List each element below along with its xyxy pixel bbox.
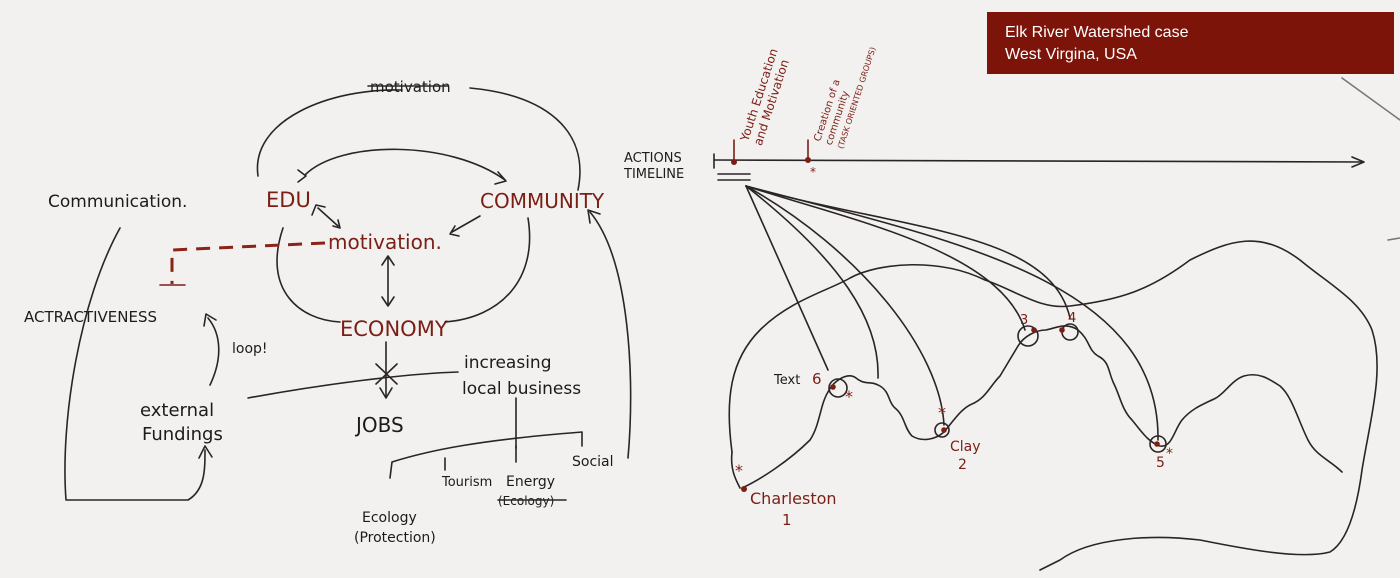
arrowhead (381, 296, 395, 307)
fan-line-5 (745, 185, 1159, 441)
social-community-arrow (589, 211, 632, 459)
elk-river (741, 325, 1343, 489)
external-fundings-line2: Fundings (142, 424, 223, 445)
site-3-circle (1017, 325, 1039, 347)
fan-line-6 (745, 185, 829, 371)
timeline-axis (713, 159, 1363, 163)
site-2-asterisk: * (938, 403, 946, 422)
paper-fold-line (1387, 237, 1400, 241)
edu-node: EDU (266, 188, 311, 212)
external-fundings-line1: external (140, 400, 214, 421)
inhibition-line (170, 241, 326, 284)
site-3-number: 3 (1020, 313, 1028, 328)
increasing-line1: increasing (464, 353, 551, 373)
arrowhead (297, 169, 307, 183)
watershed-boundary-tail (730, 451, 741, 489)
caption-line-2: West Virgina, USA (1005, 46, 1137, 63)
attractiveness-label: ACTRACTIVENESS (24, 308, 157, 326)
site-1-asterisk: * (735, 461, 743, 480)
ecology-line2: (Protection) (354, 530, 436, 546)
arrowhead (198, 445, 213, 459)
site-2-name: Clay (950, 439, 981, 455)
fundings-business-line (247, 371, 459, 399)
energy-label: Energy (506, 474, 555, 490)
fan-line-4 (745, 185, 1071, 319)
communication-loop (64, 227, 206, 501)
arrowhead (449, 225, 460, 237)
map-text-label: Text (773, 373, 800, 388)
right-loop-arc (444, 217, 531, 323)
site-6-asterisk: * (845, 387, 853, 406)
top-arc-right (469, 87, 581, 191)
arrowhead (379, 387, 393, 399)
motivation-node: motivation. (328, 230, 442, 254)
arrowhead (587, 209, 601, 224)
site-6-circle (828, 378, 848, 398)
site-5-dot (1154, 441, 1160, 447)
cross-mark (375, 363, 398, 385)
site-1-number: 1 (782, 511, 792, 529)
arrowhead (381, 255, 395, 266)
site-5-number: 5 (1156, 455, 1165, 471)
case-caption: Elk River Watershed case West Virgina, U… (987, 12, 1394, 74)
timeline-arrowhead (1351, 156, 1365, 168)
fan-line-a (745, 185, 879, 379)
ecology-line1: Ecology (362, 510, 417, 526)
loop-arrow (207, 317, 220, 386)
site-6-dot (830, 384, 836, 390)
arrowhead (203, 313, 217, 327)
timeline-label-line2: TIMELINE (623, 167, 684, 182)
site-5-circle (1149, 435, 1167, 453)
watershed-boundary (728, 240, 1378, 571)
fan-line-3 (745, 185, 1026, 331)
site-1-dot (741, 486, 747, 492)
timeline-label-line1: ACTIONS (624, 151, 682, 166)
tourism-label: Tourism (441, 475, 492, 490)
timeline-base-lines (717, 173, 751, 181)
top-word-crossed: motivation (370, 78, 451, 96)
site-1-name: Charleston (750, 489, 837, 508)
motivation-community-arrow (451, 215, 481, 233)
jobs-label: JOBS (354, 413, 404, 437)
energy-crossed-label: (Ecology) (498, 494, 554, 508)
site-4-number: 4 (1068, 311, 1076, 326)
paper-fold-line (1341, 77, 1400, 121)
site-5-asterisk: * (1166, 446, 1173, 462)
communication-label: Communication. (48, 192, 187, 212)
site-4-dot (1059, 327, 1065, 333)
top-arc-left (256, 89, 403, 177)
social-label: Social (572, 454, 614, 470)
arrowhead (311, 204, 326, 216)
economy-node: ECONOMY (340, 317, 448, 341)
caption-line-1: Elk River Watershed case (1005, 24, 1189, 41)
site-6-number: 6 (812, 370, 822, 388)
edu-community-arc (304, 148, 506, 181)
site-3-dot (1031, 327, 1037, 333)
site-2-number: 2 (958, 457, 967, 473)
community-node: COMMUNITY (480, 189, 605, 213)
fan-line-2 (745, 185, 945, 426)
increasing-line2: local business (462, 379, 581, 399)
arrowhead (332, 219, 341, 229)
loop-label: loop! (232, 341, 268, 357)
arrowhead (494, 171, 507, 185)
left-loop-arc (276, 227, 341, 323)
timeline-asterisk: * (810, 165, 816, 179)
edu-motivation-arrow (317, 207, 339, 227)
site-2-circle (934, 422, 950, 438)
site-2-dot (941, 427, 947, 433)
branch-bar (389, 431, 583, 479)
